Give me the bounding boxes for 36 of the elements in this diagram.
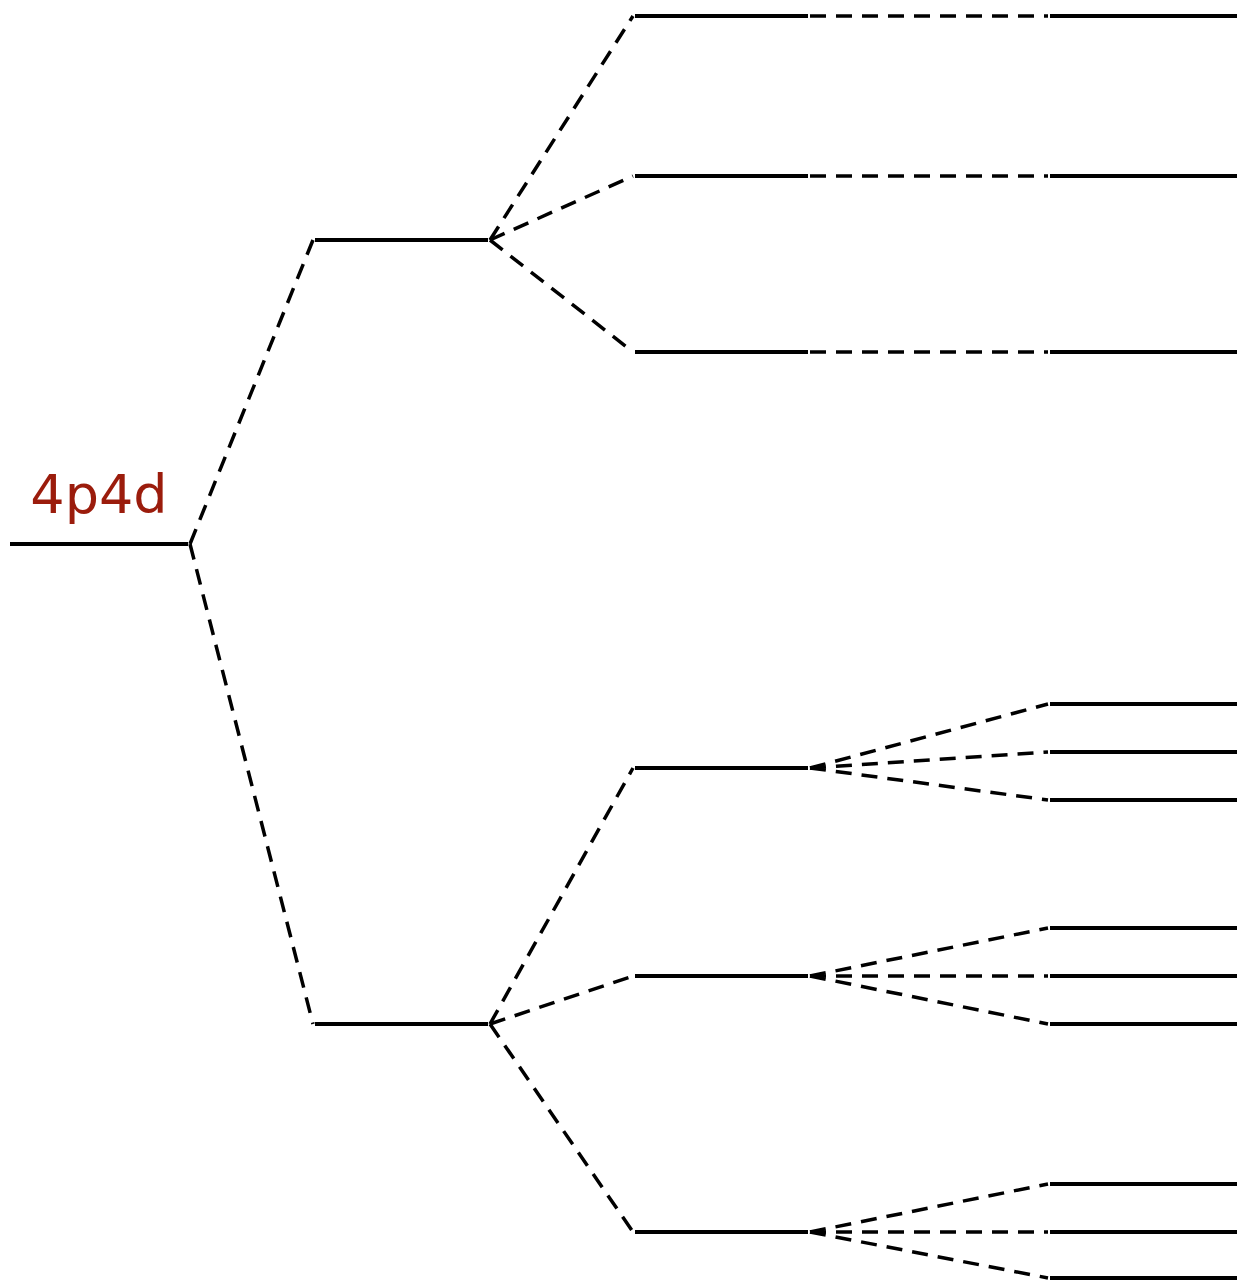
dashed-connector (809, 1230, 1049, 1280)
energy-level-line (635, 766, 808, 770)
energy-level-line (1050, 1230, 1237, 1234)
dashed-connector (809, 766, 1049, 802)
energy-level-line (1050, 702, 1237, 706)
energy-level-line (315, 238, 488, 242)
dashed-connector (810, 974, 1048, 978)
dashed-connector (810, 14, 1048, 18)
energy-level-line (1050, 174, 1237, 178)
dashed-connector (488, 767, 635, 1025)
dashed-connector (488, 1023, 635, 1233)
level-label: 4p4d (30, 468, 168, 522)
dashed-connector (810, 1230, 1048, 1234)
energy-level-line (1050, 1182, 1237, 1186)
energy-level-line (315, 1022, 488, 1026)
energy-level-line (635, 974, 808, 978)
dashed-connector (809, 974, 1049, 1026)
dashed-connector (489, 174, 634, 242)
energy-level-line (1050, 1276, 1237, 1280)
energy-level-line (1050, 926, 1237, 930)
dashed-connector (809, 750, 1049, 770)
dashed-connector (810, 350, 1048, 354)
energy-level-line (635, 350, 808, 354)
energy-level-line (1050, 350, 1237, 354)
dashed-connector (188, 543, 315, 1025)
energy-level-line (1050, 750, 1237, 754)
dashed-connector (810, 174, 1048, 178)
energy-level-line (635, 14, 808, 18)
energy-level-line (635, 174, 808, 178)
energy-level-line (1050, 798, 1237, 802)
dashed-connector (188, 239, 315, 545)
energy-level-line (1050, 1022, 1237, 1026)
energy-level-line (1050, 974, 1237, 978)
dashed-connector (488, 15, 635, 241)
energy-level-line (1050, 14, 1237, 18)
energy-level-line (635, 1230, 808, 1234)
